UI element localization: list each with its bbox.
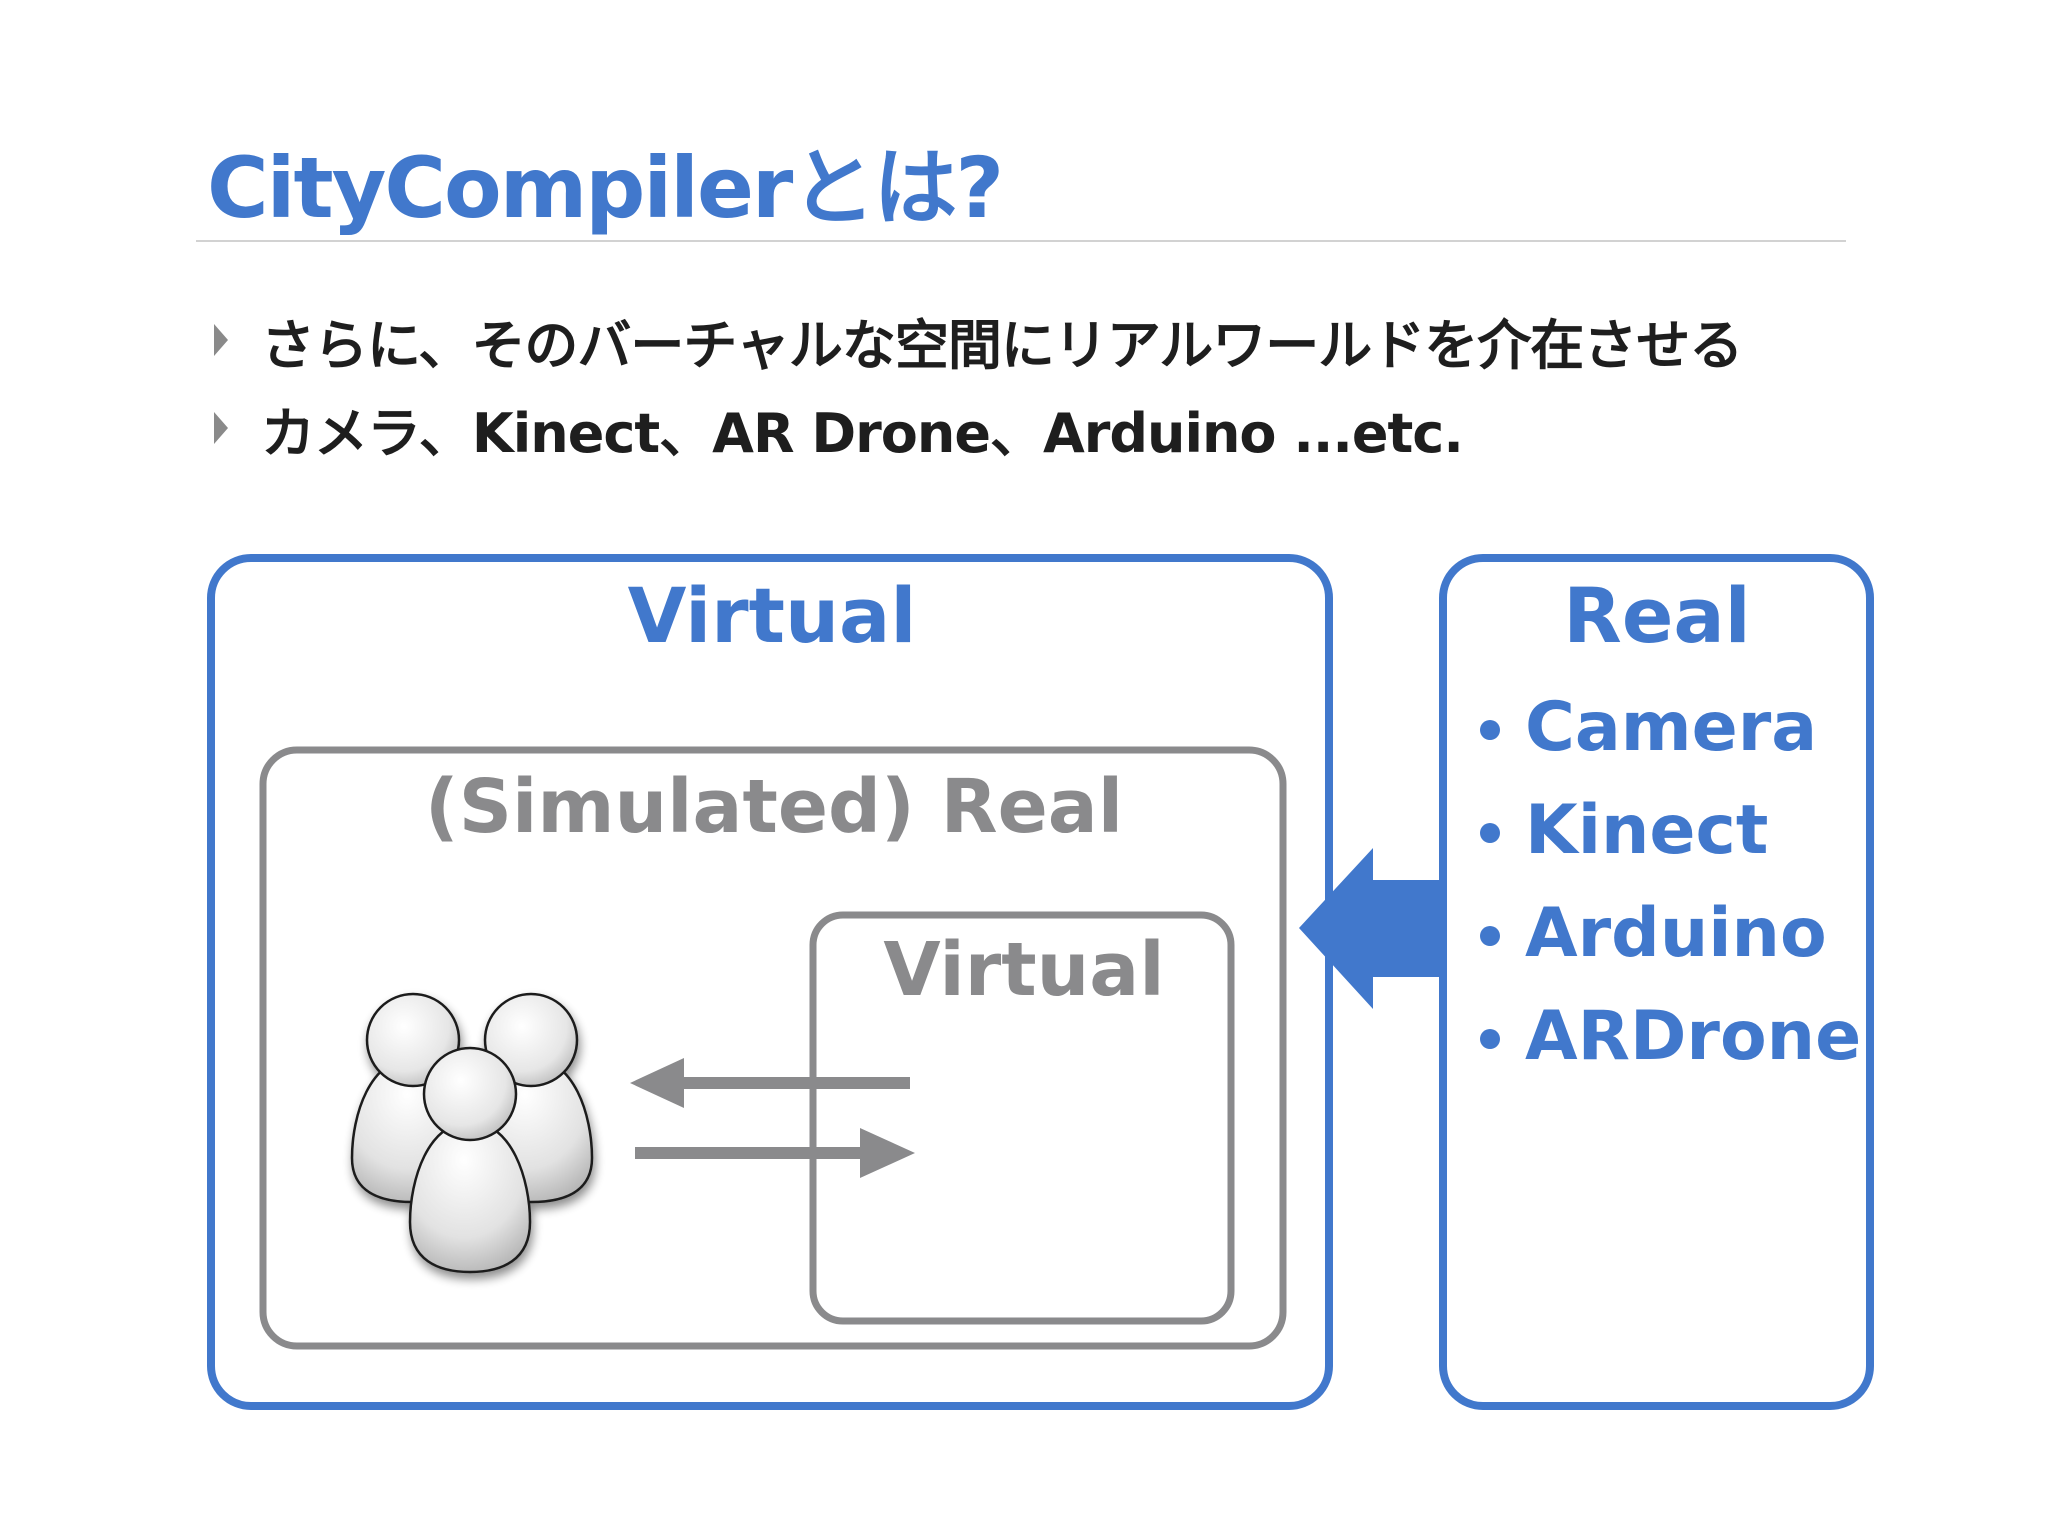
real-box: [1439, 554, 1874, 1410]
real-list-item: Arduino: [1480, 894, 1827, 973]
triangle-bullet-icon: [214, 412, 228, 444]
virtual-box: [207, 554, 1333, 1410]
simulated-real-box-label: (Simulated) Real: [425, 764, 1123, 850]
real-item-label: Arduino: [1525, 894, 1827, 973]
bullet-list: さらに、そのバーチャルな空間にリアルワールドを介在させる カメラ、Kinect、…: [214, 296, 1743, 472]
inner-virtual-box: [809, 911, 1235, 1325]
arrow-right-icon: [635, 1128, 915, 1178]
real-item-label: ARDrone: [1525, 997, 1861, 1076]
real-list-item: Camera: [1480, 688, 1817, 767]
virtual-box-label: Virtual: [628, 571, 917, 660]
real-items-list: Camera Kinect Arduino ARDrone: [1480, 688, 1861, 1076]
bullet-dot-icon: [1480, 720, 1500, 740]
bullet-item: カメラ、Kinect、AR Drone、Arduino ...etc.: [214, 384, 1742, 472]
bullet-item: さらに、そのバーチャルな空間にリアルワールドを介在させる: [214, 296, 1743, 384]
bullet-dot-icon: [1480, 823, 1500, 843]
arrow-left-icon: [630, 1058, 910, 1108]
title-divider: [196, 240, 1846, 242]
real-box-label: Real: [1563, 571, 1750, 660]
real-to-virtual-arrow-icon: [1299, 848, 1446, 1009]
triangle-bullet-icon: [214, 324, 228, 356]
bullet-dot-icon: [1480, 926, 1500, 946]
real-list-item: ARDrone: [1480, 997, 1861, 1076]
slide-title: CityCompilerとは?: [207, 139, 1004, 237]
simulated-real-box: [259, 746, 1287, 1350]
bullet-dot-icon: [1480, 1029, 1500, 1049]
users-group-icon: [350, 992, 594, 1274]
real-item-label: Camera: [1525, 688, 1817, 767]
real-list-item: Kinect: [1480, 791, 1768, 870]
real-item-label: Kinect: [1525, 791, 1768, 870]
bullet-text: さらに、そのバーチャルな空間にリアルワールドを介在させる: [261, 313, 1743, 377]
inner-virtual-box-label: Virtual: [883, 927, 1164, 1013]
bullet-text: カメラ、Kinect、AR Drone、Arduino ...etc.: [261, 401, 1464, 465]
